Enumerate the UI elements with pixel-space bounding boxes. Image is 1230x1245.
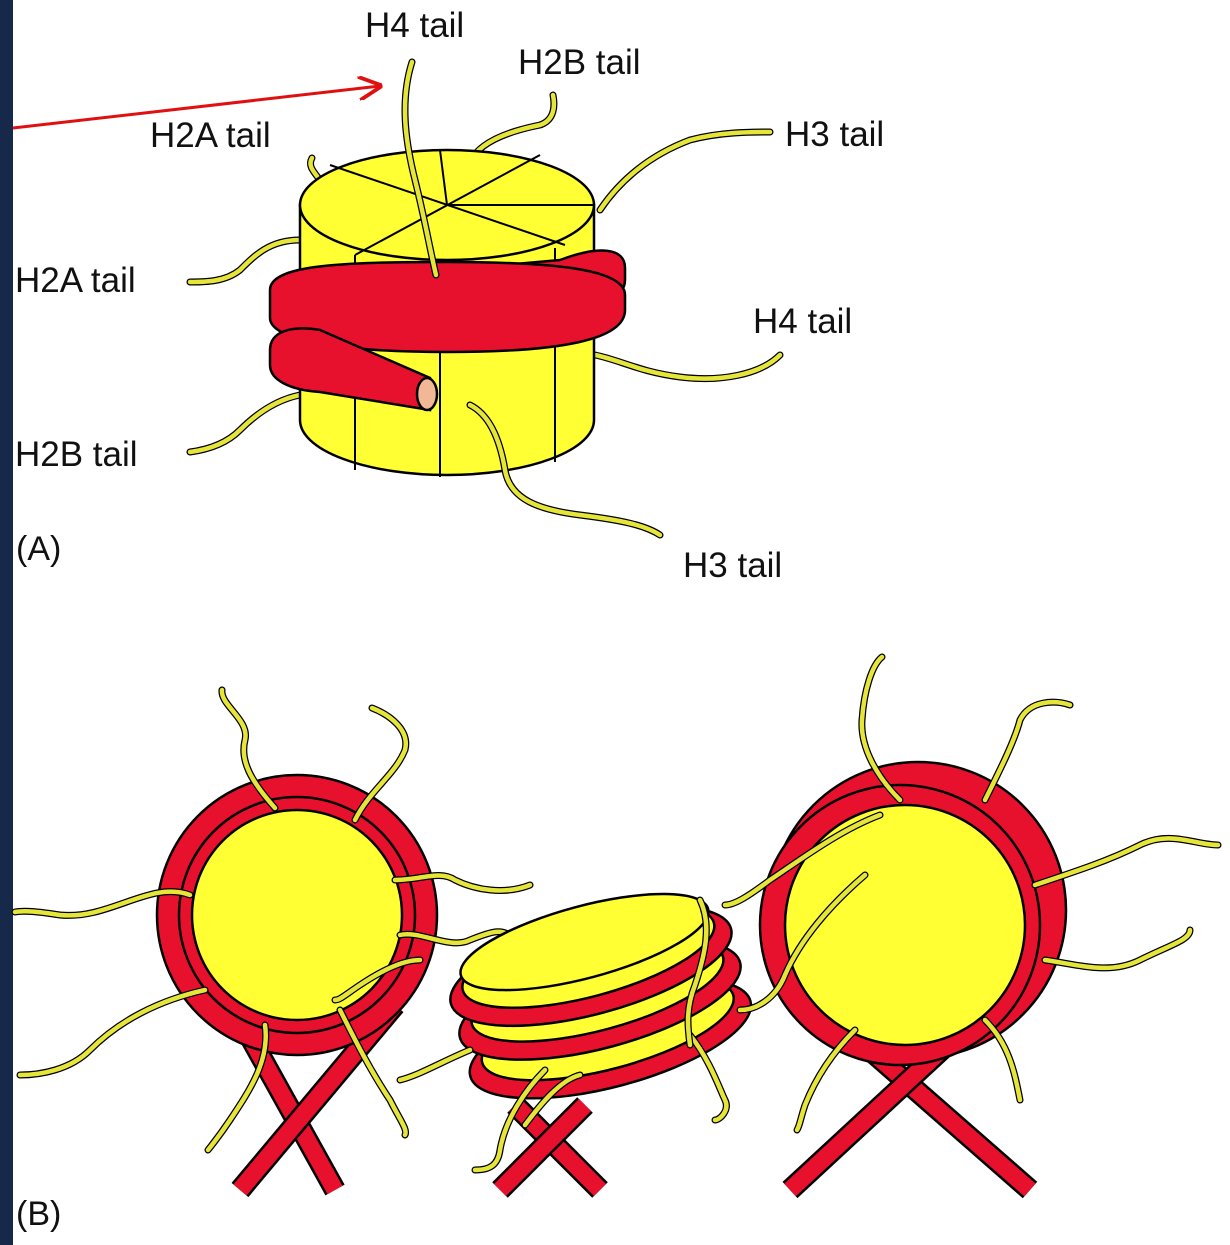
panel-b-chromatin — [15, 657, 1218, 1190]
label-h2a-tail-upper: H2A tail — [150, 118, 271, 153]
nucleosome-middle — [435, 870, 763, 1123]
panel-b-label: (B) — [16, 1197, 61, 1231]
label-h3-tail-upper: H3 tail — [785, 117, 884, 152]
label-h4-tail-top: H4 tail — [365, 8, 464, 43]
nucleosome-right — [725, 657, 1218, 1130]
label-h2b-tail-top: H2B tail — [518, 45, 641, 80]
label-h2b-tail-left: H2B tail — [15, 437, 138, 472]
panel-a-label: (A) — [16, 532, 61, 566]
label-h4-tail-right: H4 tail — [753, 304, 852, 339]
label-h3-tail-bottom: H3 tail — [683, 548, 782, 583]
label-h2a-tail-left: H2A tail — [15, 263, 136, 298]
